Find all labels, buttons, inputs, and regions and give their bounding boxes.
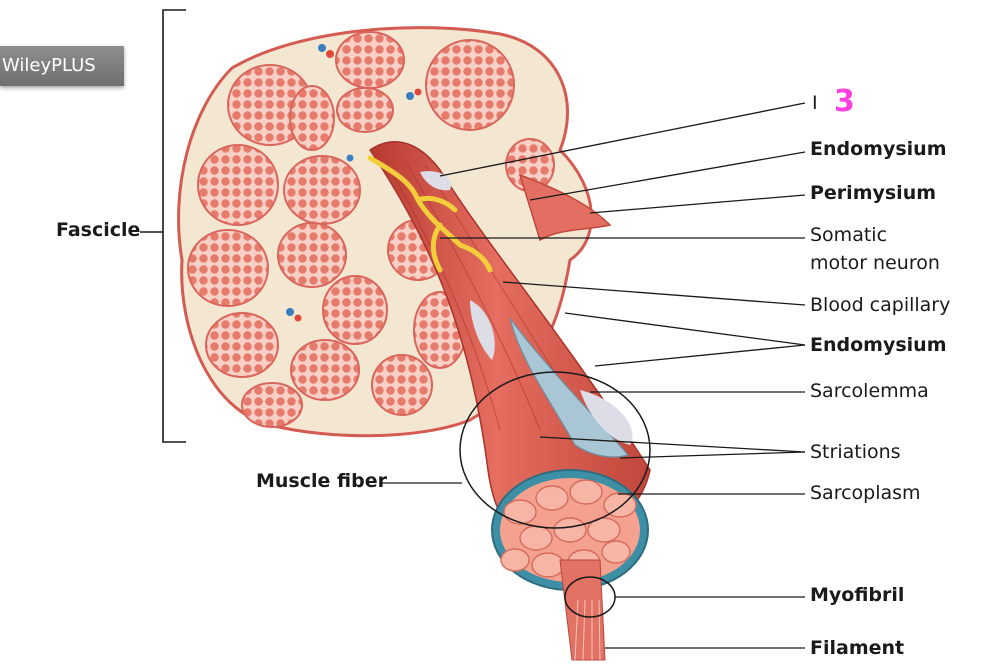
label-muscle-fiber: Muscle fiber <box>256 470 387 492</box>
answer-number-badge: 3 <box>834 84 855 119</box>
label-filament: Filament <box>810 637 905 659</box>
label-perimysium: Perimysium <box>810 182 937 204</box>
fascicle-cross-section <box>177 26 612 438</box>
label-blood-capillary: Blood capillary <box>810 294 951 316</box>
label-myofibril: Myofibril <box>810 584 905 606</box>
label-sarcolemma: Sarcolemma <box>810 380 929 402</box>
label-endomysium-top: Endomysium <box>810 138 947 160</box>
blank-label: I <box>812 92 818 114</box>
label-endomysium-mid: Endomysium <box>810 334 947 356</box>
label-fascicle: Fascicle <box>56 219 141 241</box>
myofibril-strand <box>559 559 606 661</box>
label-striations: Striations <box>810 441 901 463</box>
blood-vessels <box>286 44 422 322</box>
label-somatic: Somatic <box>810 224 888 246</box>
label-sarcoplasm: Sarcoplasm <box>810 482 921 504</box>
leader-lines <box>382 102 806 649</box>
wileyplus-badge[interactable]: WileyPLUS <box>0 46 124 86</box>
label-motor-neuron: motor neuron <box>810 252 940 274</box>
fascicle-bracket <box>140 9 186 443</box>
